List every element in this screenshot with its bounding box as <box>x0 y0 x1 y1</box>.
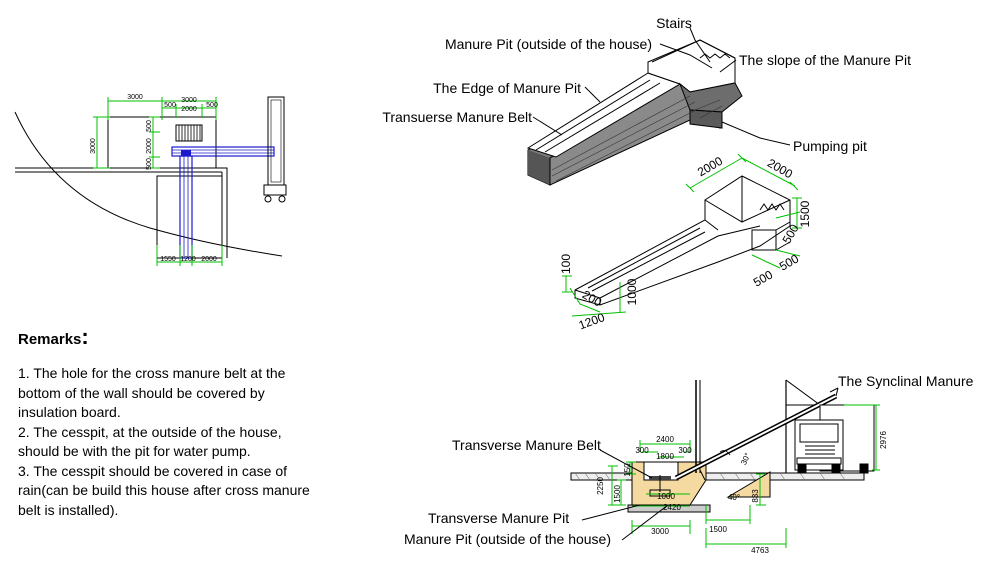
plan-dim: 2000 <box>201 256 217 263</box>
plan-ground-curve <box>14 111 283 257</box>
section-angle: 30° <box>739 452 752 467</box>
iso-pit-view: Manure Pit (outside of the house) The Ed… <box>382 15 911 186</box>
plan-dim: 1200 <box>180 256 196 263</box>
plan-dim: 3000 <box>127 94 143 101</box>
label-stairs: Stairs <box>656 15 692 31</box>
section-dim: 1800 <box>656 452 674 461</box>
remarks-title-text: Remarks <box>18 331 82 348</box>
label-transverse-manure-belt: Transverse Manure Belt <box>452 437 601 453</box>
iso-dim: 500 <box>777 251 802 273</box>
plan-dim: 500 <box>146 158 153 170</box>
section-dim: 300 <box>635 446 649 455</box>
plan-house-outline <box>15 167 228 258</box>
section-angle: 40° <box>728 493 740 502</box>
section-dim: 2420 <box>663 503 681 512</box>
label-edge-of-manure-pit: The Edge of Manure Pit <box>433 80 581 96</box>
iso-belt-rails <box>535 79 661 153</box>
section-dim: 2976 <box>879 431 888 449</box>
label-slope: The slope of the Manure Pit <box>739 52 911 68</box>
remark-item: 1. The hole for the cross manure belt at… <box>18 365 286 420</box>
section-dim: 1500 <box>709 525 727 534</box>
remark-item: 2. The cesspit, at the outside of the ho… <box>18 423 282 460</box>
section-ground-slab <box>570 472 865 481</box>
plan-dim: 2000 <box>146 138 153 154</box>
plan-dim: 500 <box>206 102 218 109</box>
section-view: 2400 300 1800 300 150 2250 1500 1000 242… <box>404 373 974 555</box>
section-dim: 150 <box>623 463 632 477</box>
remarks-block: Remarks: 1. The hole for the cross manur… <box>18 324 318 520</box>
iso-dim: 100 <box>559 254 573 274</box>
iso-dim: 1500 <box>798 200 812 227</box>
iso-dim: 1000 <box>625 278 639 305</box>
plan-view: 3000 3000 500 2000 500 3000 500 2000 500… <box>14 94 287 266</box>
remarks-title: Remarks: <box>18 324 318 350</box>
remarks-colon: : <box>81 324 89 349</box>
plan-dim: 2000 <box>181 106 197 113</box>
remark-item: 3. The cesspit should be covered in case… <box>18 462 310 518</box>
label-pumping-pit: Pumping pit <box>793 138 867 154</box>
label-manure-pit-outside-section: Manure Pit (outside of the house) <box>404 531 611 547</box>
section-dim: 2250 <box>596 477 605 495</box>
plan-dim: 1550 <box>160 256 176 263</box>
iso-dimension-view: 2000 2000 1500 500 500 500 100 200 1200 … <box>559 154 812 333</box>
plan-dim: 500 <box>146 120 153 132</box>
iso-dim: 2000 <box>695 154 725 180</box>
plan-dim: 500 <box>164 102 176 109</box>
plan-grating <box>175 124 203 142</box>
label-manure-pit-outside: Manure Pit (outside of the house) <box>445 36 652 52</box>
iso-dim: 200 <box>580 287 605 309</box>
plan-dim: 3000 <box>181 97 197 104</box>
plan-belt-horizontal <box>171 146 275 157</box>
plan-belt-vertical <box>179 155 193 259</box>
iso-dim: 1200 <box>577 310 607 332</box>
section-dim: 300 <box>678 446 692 455</box>
section-dim: 4763 <box>751 546 769 555</box>
plan-conveyor-unit <box>267 96 285 186</box>
plan-dim: 3000 <box>90 138 97 154</box>
label-synclinal-manure: The Synclinal Manure <box>838 373 974 389</box>
label-transuerse-manure-belt: Transuerse Manure Belt <box>382 109 532 125</box>
label-transverse-manure-pit: Transverse Manure Pit <box>428 510 569 526</box>
section-dim: 1500 <box>613 485 622 503</box>
truck-icon <box>794 404 875 474</box>
section-dim: 1000 <box>657 492 675 501</box>
section-dim: 2400 <box>656 435 674 444</box>
section-dim: 833 <box>751 489 760 503</box>
section-dim: 3000 <box>651 527 669 536</box>
iso-dim: 500 <box>751 267 776 289</box>
